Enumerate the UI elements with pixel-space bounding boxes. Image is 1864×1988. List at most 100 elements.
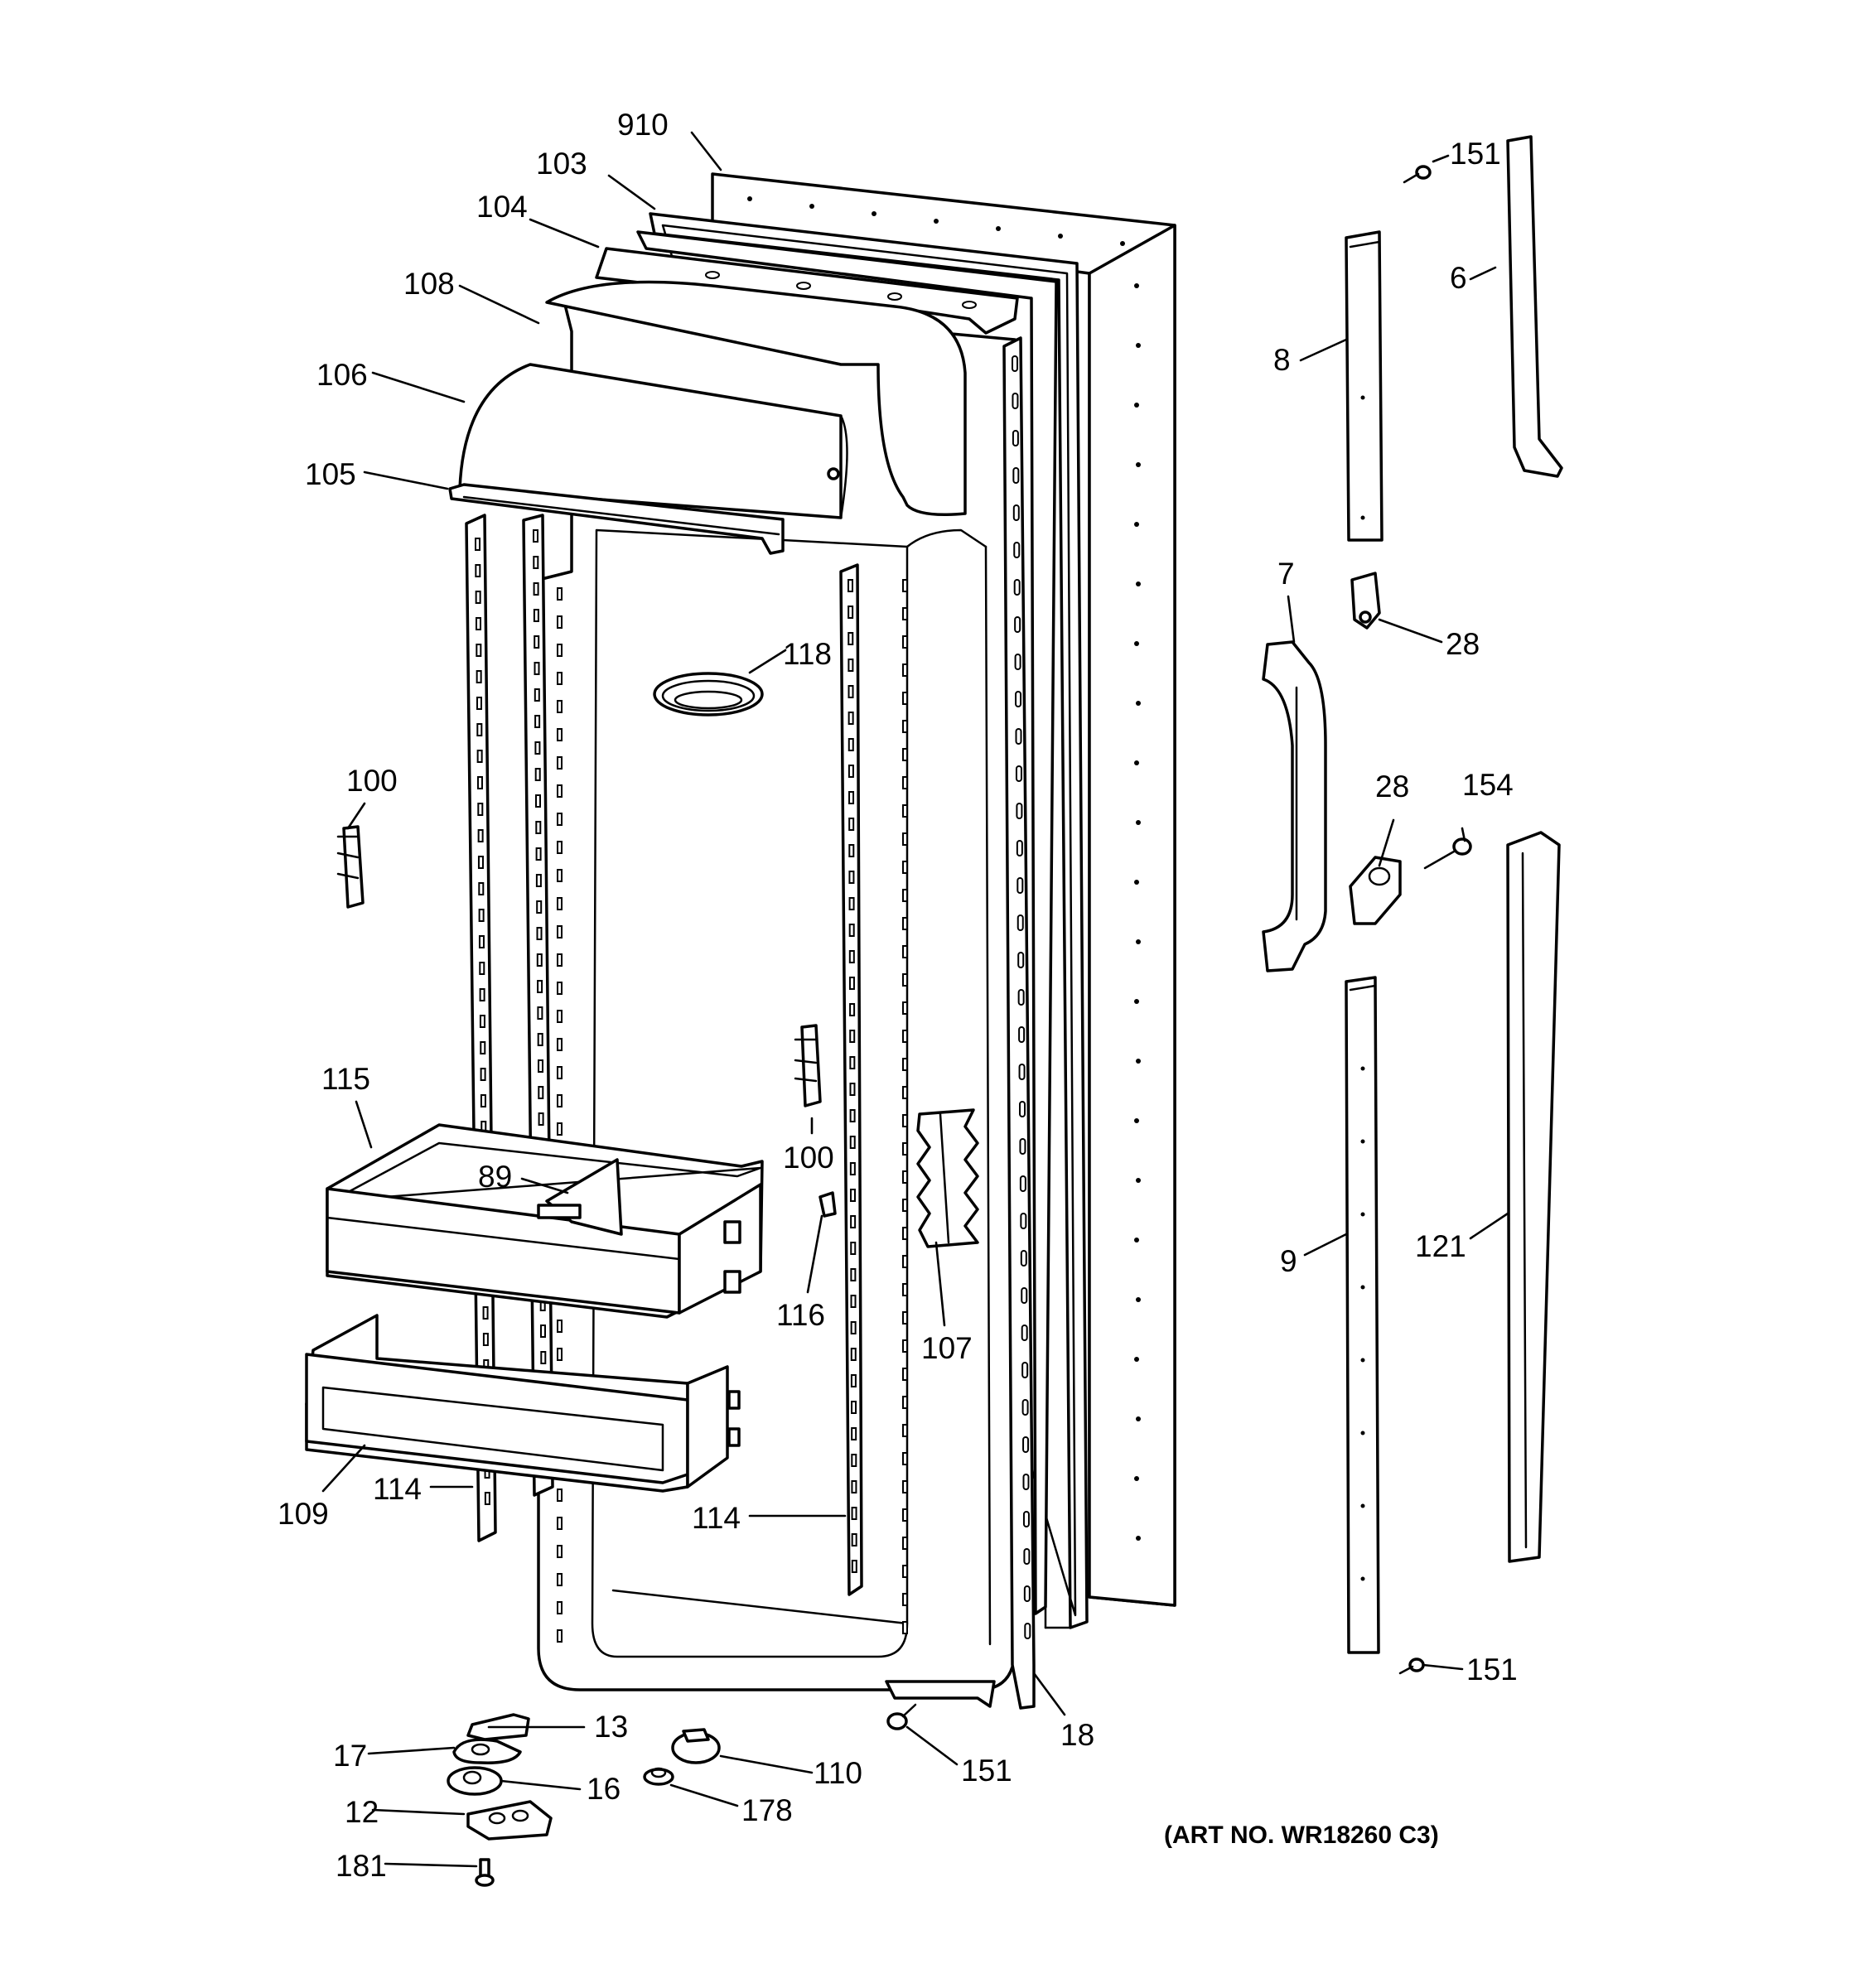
rail-slot bbox=[851, 1454, 857, 1467]
callout-178: 178 bbox=[741, 1793, 793, 1827]
strip-slot bbox=[1014, 654, 1021, 670]
rail-slot bbox=[847, 606, 854, 619]
rail-slot bbox=[537, 980, 543, 993]
callout-16: 16 bbox=[587, 1772, 621, 1806]
callout-18: 18 bbox=[1060, 1718, 1094, 1752]
rail-slot bbox=[537, 1033, 543, 1046]
liner-slot bbox=[902, 1311, 908, 1325]
mount-screw-hole bbox=[1360, 1285, 1365, 1290]
liner-slot bbox=[902, 1283, 908, 1296]
rail-slot bbox=[533, 556, 539, 569]
strip-slot bbox=[1013, 579, 1021, 596]
liner-slot bbox=[557, 700, 563, 713]
callout-28-bottom: 28 bbox=[1375, 770, 1409, 803]
liner-slot bbox=[557, 1320, 563, 1333]
panel-screw-hole bbox=[747, 196, 752, 201]
liner-slot bbox=[902, 1227, 908, 1240]
callout-110: 110 bbox=[814, 1756, 862, 1790]
hinge-bushing-17 bbox=[452, 1738, 522, 1764]
liner-slot bbox=[902, 748, 908, 761]
lower-door-bin bbox=[305, 1314, 741, 1493]
mount-screw-hole bbox=[1360, 1576, 1365, 1581]
rail-slot bbox=[533, 582, 539, 596]
inner-door-frame bbox=[636, 230, 1058, 1615]
strip-slot bbox=[1019, 1138, 1026, 1155]
liner-slot bbox=[557, 897, 563, 910]
liner-slot bbox=[902, 945, 908, 958]
rail-slot bbox=[482, 1306, 489, 1320]
liner-slot bbox=[557, 813, 563, 826]
rail-slot bbox=[850, 1348, 857, 1361]
screw-154 bbox=[1423, 837, 1472, 870]
rail-slot bbox=[847, 712, 854, 725]
strip-slot bbox=[1020, 1250, 1027, 1267]
rail-slot bbox=[847, 765, 854, 778]
screw-181 bbox=[475, 1858, 495, 1887]
strip-slot bbox=[1022, 1511, 1030, 1527]
liner-slot bbox=[557, 869, 563, 882]
panel-screw-hole bbox=[934, 219, 939, 224]
rail-slot bbox=[847, 632, 854, 645]
strip-slot bbox=[1012, 467, 1020, 484]
strip-slot bbox=[1019, 1101, 1026, 1117]
callout-104: 104 bbox=[476, 190, 528, 224]
rail-slot bbox=[535, 847, 542, 861]
liner-slot bbox=[557, 1094, 563, 1107]
door-handle-7 bbox=[1262, 640, 1327, 972]
rail-slot bbox=[476, 644, 482, 657]
rail-slot bbox=[534, 715, 541, 728]
rail-slot bbox=[534, 688, 540, 702]
callout-109: 109 bbox=[278, 1497, 329, 1531]
rail-slot bbox=[475, 538, 480, 551]
liner-slot bbox=[902, 1339, 908, 1353]
strip-slot bbox=[1022, 1474, 1030, 1490]
callout-13: 13 bbox=[594, 1710, 628, 1744]
panel-screw-hole bbox=[1136, 1536, 1141, 1541]
liner-slot bbox=[902, 1565, 908, 1578]
handle-mount-8 bbox=[1345, 230, 1384, 542]
callout-151-top-right: 151 bbox=[1450, 137, 1501, 171]
liner-slot bbox=[902, 1114, 908, 1127]
rail-slot bbox=[540, 1325, 546, 1338]
strip-slot bbox=[1016, 840, 1023, 856]
strip-slot bbox=[1018, 1026, 1026, 1043]
panel-screw-hole bbox=[1136, 343, 1141, 348]
rail-slot bbox=[847, 659, 854, 672]
mount-screw-hole bbox=[1360, 1066, 1365, 1071]
rail-slot bbox=[484, 1492, 490, 1505]
rail-slot bbox=[540, 1351, 547, 1364]
liner-slot bbox=[902, 1621, 908, 1634]
rail-slot bbox=[480, 1094, 486, 1107]
panel-screw-hole bbox=[1134, 1476, 1139, 1481]
callout-leaders bbox=[321, 131, 1509, 1868]
rail-slot bbox=[533, 609, 539, 622]
liner-slot bbox=[557, 1038, 563, 1051]
strip-slot bbox=[1015, 728, 1022, 745]
rail-slot bbox=[850, 1295, 857, 1308]
panel-screw-hole bbox=[872, 211, 876, 216]
rail-slot bbox=[476, 670, 482, 683]
rail-slot bbox=[480, 1041, 486, 1054]
handle-trim-6 bbox=[1506, 135, 1563, 478]
liner-slot bbox=[902, 973, 908, 987]
panel-screw-hole bbox=[1136, 462, 1141, 467]
callout-151-bottom-right: 151 bbox=[1466, 1653, 1518, 1686]
dairy-compartment bbox=[448, 280, 967, 555]
handle-trim-121 bbox=[1506, 831, 1561, 1563]
hinge-cam-16 bbox=[447, 1766, 503, 1796]
outer-door-panel bbox=[711, 172, 1176, 1607]
liner-slot bbox=[557, 615, 563, 629]
liner-slot bbox=[902, 776, 908, 789]
strip-slot bbox=[1019, 1175, 1026, 1192]
rail-slot bbox=[479, 962, 485, 975]
rail-slot bbox=[847, 579, 853, 592]
rail-slot bbox=[849, 1162, 856, 1175]
callout-12: 12 bbox=[345, 1795, 379, 1829]
liner-slot bbox=[557, 1629, 563, 1643]
callout-154: 154 bbox=[1462, 768, 1514, 802]
panel-screw-hole bbox=[1134, 1357, 1139, 1362]
rail-slot bbox=[479, 988, 485, 1001]
rail-slot bbox=[536, 900, 543, 914]
strip-slot bbox=[1012, 355, 1018, 372]
panel-screw-hole bbox=[1136, 1178, 1141, 1183]
